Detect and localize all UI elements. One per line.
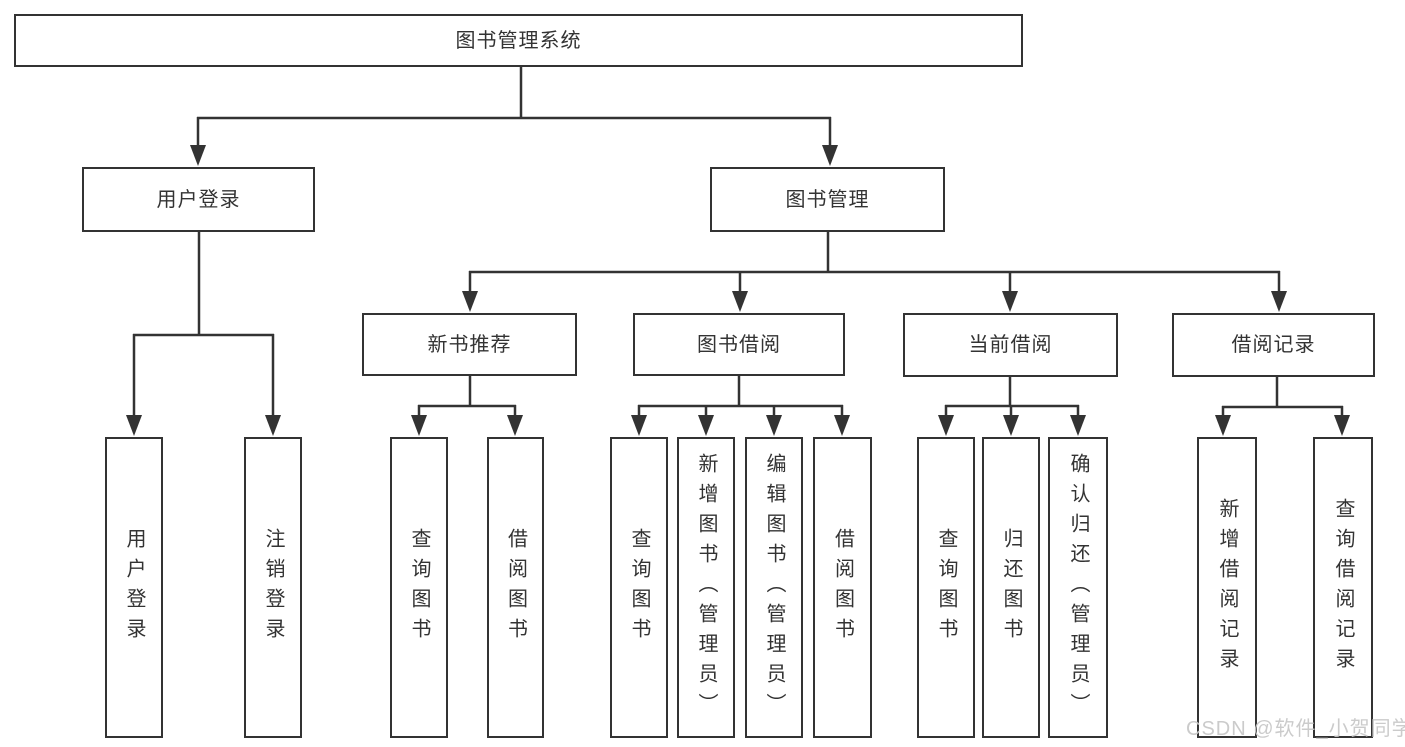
leaf-query-books-borrowing: 查询图书: [610, 437, 668, 738]
leaf-add-books-admin: 新增图书（管理员）: [677, 437, 735, 738]
node-user-login: 用户登录: [82, 167, 315, 232]
leaf-query-books-recommend: 查询图书: [390, 437, 448, 738]
leaf-return-books: 归还图书: [982, 437, 1040, 738]
leaf-confirm-return-admin: 确认归还（管理员）: [1048, 437, 1108, 738]
leaf-add-borrow-record: 新增借阅记录: [1197, 437, 1257, 738]
node-library-system: 图书管理系统: [14, 14, 1023, 67]
node-new-book-recommend: 新书推荐: [362, 313, 577, 376]
leaf-query-books-current: 查询图书: [917, 437, 975, 738]
node-borrowing-records: 借阅记录: [1172, 313, 1375, 377]
leaf-user-login: 用户登录: [105, 437, 163, 738]
leaf-borrow-books-borrowing: 借阅图书: [813, 437, 872, 738]
leaf-borrow-books-recommend: 借阅图书: [487, 437, 544, 738]
node-book-management: 图书管理: [710, 167, 945, 232]
node-book-borrowing: 图书借阅: [633, 313, 845, 376]
leaf-edit-books-admin: 编辑图书（管理员）: [745, 437, 803, 738]
watermark-text: CSDN @软件_小贺同学: [1186, 718, 1405, 740]
leaf-query-borrow-record: 查询借阅记录: [1313, 437, 1373, 738]
node-current-borrowing: 当前借阅: [903, 313, 1118, 377]
leaf-logout: 注销登录: [244, 437, 302, 738]
